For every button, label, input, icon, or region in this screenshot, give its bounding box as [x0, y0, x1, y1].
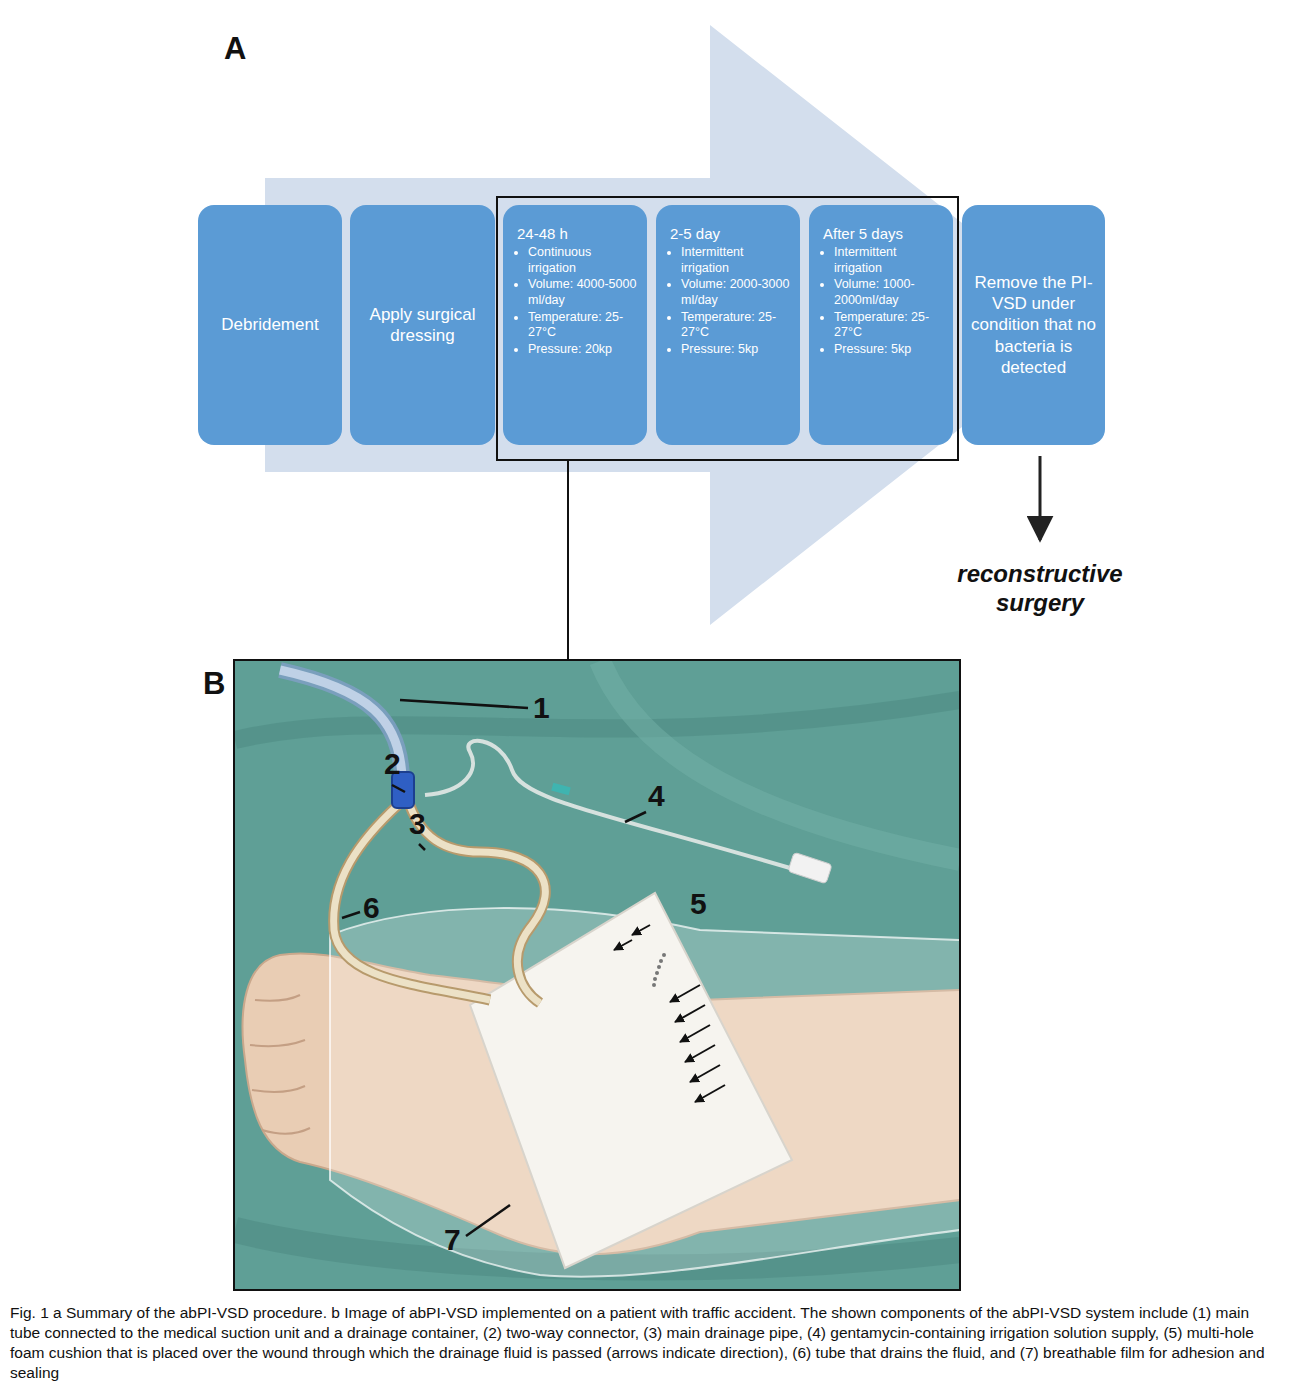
panel-label: B — [203, 665, 225, 702]
tube-clamp — [551, 783, 570, 795]
process-box: After 5 daysIntermittent irrigationVolum… — [809, 205, 953, 445]
figure-caption: Fig. 1 a Summary of the abPI-VSD procedu… — [10, 1303, 1280, 1384]
panel-label: A — [224, 30, 246, 67]
process-box: Remove the PI-VSD under condition that n… — [962, 205, 1105, 445]
callout-number: 4 — [648, 778, 665, 814]
tube-plug — [788, 852, 832, 883]
callout-number: 3 — [409, 806, 426, 842]
leader-lines — [342, 700, 646, 1236]
bracket-leader — [567, 460, 569, 660]
drain-tube — [334, 805, 490, 1000]
phase-heading: 24-48 h — [513, 225, 639, 242]
bullet-item: Volume: 2000-3000 ml/day — [681, 277, 792, 308]
callout-number: 1 — [533, 690, 550, 726]
flow-arrows — [614, 925, 725, 1102]
outcome-label: reconstructive surgery — [940, 560, 1140, 618]
process-box: Apply surgical dressing — [350, 205, 495, 445]
phase-bracket — [497, 197, 958, 460]
bullet-item: Pressure: 5kp — [681, 342, 792, 358]
bullet-item: Volume: 1000-2000ml/day — [834, 277, 945, 308]
bullet-item: Temperature: 25-27°C — [528, 310, 639, 341]
bullet-item: Temperature: 25-27°C — [834, 310, 945, 341]
process-box: 2-5 dayIntermittent irrigationVolume: 20… — [656, 205, 800, 445]
box-text: Debridement — [221, 314, 318, 335]
box-text: Remove the PI-VSD under condition that n… — [971, 272, 1096, 378]
bullet-item: Temperature: 25-27°C — [681, 310, 792, 341]
down-arrow — [1039, 456, 1042, 540]
phase-heading: After 5 days — [819, 225, 945, 242]
process-box: 24-48 h Continuous irrigationVolume: 4000… — [503, 205, 647, 445]
toe-line — [262, 1128, 310, 1134]
toe-line — [252, 1086, 305, 1092]
callout-number: 5 — [690, 886, 707, 922]
photo-frame — [234, 660, 960, 1290]
process-box: Debridement — [198, 205, 342, 445]
drape-fold — [235, 700, 959, 740]
bullet-item: Intermittent irrigation — [681, 245, 792, 276]
drainage-pipe — [408, 800, 545, 1003]
main-tube — [280, 670, 402, 778]
drain-tube — [334, 805, 490, 1000]
bullet-list: Intermittent irrigationVolume: 2000-3000… — [666, 245, 792, 358]
foam-holes — [652, 953, 666, 987]
bullet-item: Pressure: 5kp — [834, 342, 945, 358]
box-text: Apply surgical dressing — [359, 304, 486, 347]
toe-line — [255, 995, 300, 1001]
toe-line — [250, 1040, 305, 1046]
bullet-item: Continuous irrigation — [528, 245, 639, 276]
bullet-item: Intermittent irrigation — [834, 245, 945, 276]
callout-number: 2 — [384, 746, 401, 782]
bullet-list: Intermittent irrigationVolume: 1000-2000… — [819, 245, 945, 358]
main-tube — [280, 670, 402, 778]
bullet-item: Volume: 4000-5000 ml/day — [528, 277, 639, 308]
bullet-list: Continuous irrigationVolume: 4000-5000 m… — [513, 245, 639, 358]
photo-illustration — [235, 661, 959, 1289]
bullet-item: Pressure: 20kp — [528, 342, 639, 358]
callout-number: 6 — [363, 890, 380, 926]
drape — [235, 661, 959, 1289]
drainage-pipe — [408, 800, 545, 1003]
phase-heading: 2-5 day — [666, 225, 792, 242]
callout-number: 7 — [444, 1222, 461, 1258]
